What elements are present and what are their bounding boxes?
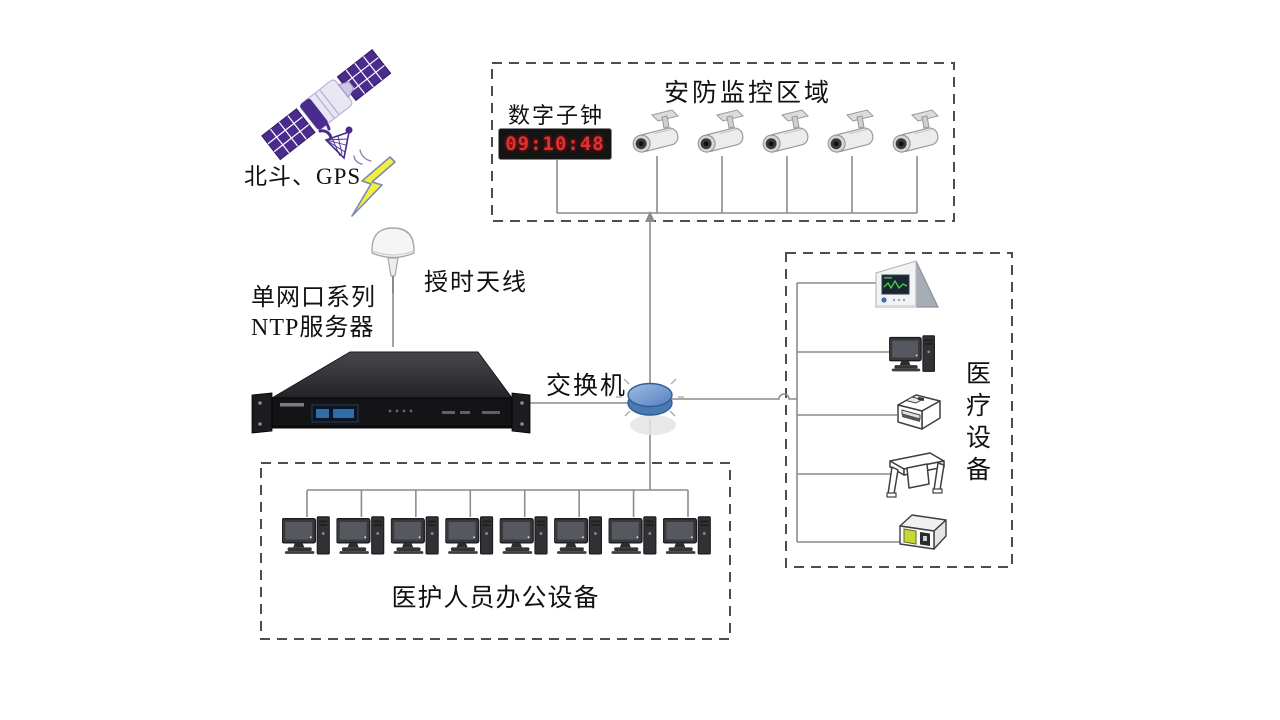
ntp-server-label: 单网口系列 NTP服务器 — [251, 283, 376, 343]
cctv-camera-icon — [695, 109, 746, 155]
cctv-camera-icon — [760, 109, 811, 155]
connection-lines — [307, 159, 917, 543]
satellite-icon — [261, 48, 392, 165]
medical-zone-title: 医 疗 设 备 — [966, 362, 991, 483]
cameras-row — [630, 109, 941, 155]
satellite-dish — [324, 126, 353, 160]
desktop-computer-icon — [608, 516, 657, 555]
medical-zone-border — [785, 252, 1013, 568]
timing-antenna-icon — [371, 227, 415, 293]
desktop-computer-icon — [554, 516, 603, 555]
medical-desktop-computer-icon — [888, 334, 940, 382]
desktop-computer-icon — [445, 516, 494, 555]
security-zone-title: 安防监控区域 — [664, 80, 833, 107]
cctv-camera-icon — [890, 109, 941, 155]
ntp-server-label-line2: NTP服务器 — [251, 315, 375, 341]
network-switch-icon — [616, 378, 684, 435]
antenna-label: 授时天线 — [424, 270, 528, 296]
desktop-computer-icon — [499, 516, 548, 555]
security-zone-border — [491, 62, 955, 222]
analyzer-icon — [899, 514, 947, 550]
clock-time: 09:10:48 — [505, 133, 605, 155]
arrow-up — [645, 211, 655, 222]
digital-clock: 09:10:48 — [498, 128, 612, 160]
medical-title-char: 疗 — [966, 393, 992, 420]
desktop-computer-icon — [663, 516, 711, 555]
office-zone-title: 医护人员办公设备 — [391, 585, 600, 612]
medical-title-char: 备 — [966, 457, 992, 484]
cctv-camera-icon — [630, 109, 681, 155]
lightning-icon — [351, 156, 396, 217]
camera-drop-lines — [656, 156, 918, 213]
ntp-server-icon — [251, 351, 531, 434]
desktop-computer-icon — [282, 516, 330, 555]
satellite-label: 北斗、GPS — [244, 164, 362, 189]
medical-title-char: 医 — [966, 361, 992, 388]
computer-drop-lines — [306, 490, 689, 517]
desktop-computer-icon — [336, 516, 385, 555]
switch-label: 交换机 — [546, 373, 628, 400]
printer-icon — [897, 394, 941, 430]
computers-row — [282, 516, 711, 555]
plotter-icon — [886, 452, 945, 498]
cctv-camera-icon — [825, 109, 876, 155]
clock-label: 数字子钟 — [508, 103, 605, 128]
desktop-computer-icon — [390, 516, 439, 555]
ntp-server-label-line1: 单网口系列 — [251, 285, 376, 311]
patient-monitor-icon — [875, 260, 939, 308]
medical-title-char: 设 — [966, 425, 992, 452]
